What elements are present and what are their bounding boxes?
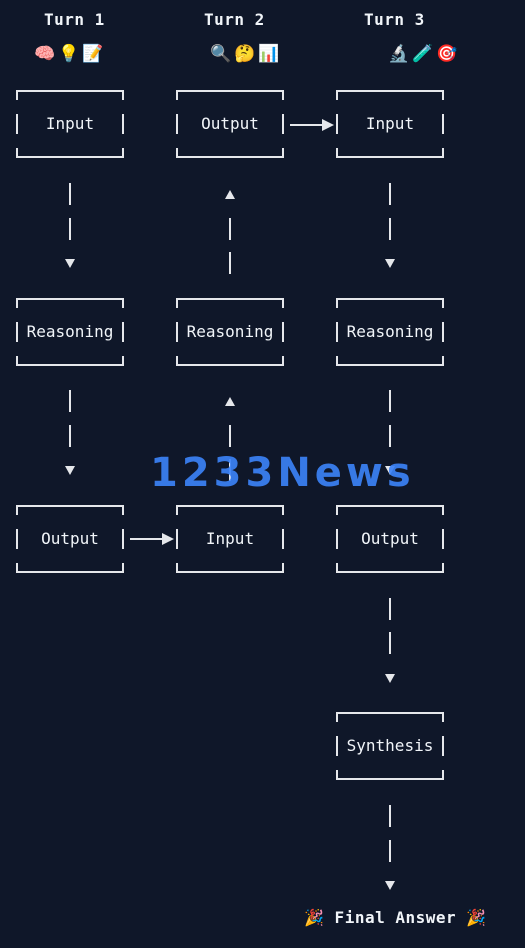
- arrow-right-icon: [162, 533, 174, 545]
- turn-1-input-label: Input: [45, 114, 95, 133]
- turn-3-synthesis-box: Synthesis: [336, 712, 444, 780]
- connector-line: [229, 218, 231, 240]
- turn-3-synthesis-label: Synthesis: [346, 736, 434, 755]
- arrow-up-icon: [225, 397, 235, 406]
- connector-line: [69, 183, 71, 205]
- arrow-down-icon: [385, 259, 395, 268]
- connector-line: [389, 805, 391, 827]
- turn-2-input-label: Input: [205, 529, 255, 548]
- final-answer-label: 🎉 Final Answer 🎉: [304, 908, 487, 927]
- turn-2-input-box: Input: [176, 505, 284, 573]
- turn-2-title: Turn 2: [204, 10, 265, 29]
- connector-line: [229, 459, 231, 481]
- arrow-down-icon: [385, 881, 395, 890]
- arrow-down-icon: [385, 466, 395, 475]
- arrow-down-icon: [385, 674, 395, 683]
- turn-1-title: Turn 1: [44, 10, 105, 29]
- connector-line: [389, 425, 391, 447]
- arrow-down-icon: [65, 259, 75, 268]
- connector-line: [389, 840, 391, 862]
- turn-1-output-box: Output: [16, 505, 124, 573]
- turn-3-reasoning-label: Reasoning: [346, 322, 434, 341]
- arrow-up-icon: [225, 190, 235, 199]
- connector-line: [69, 425, 71, 447]
- connector-line: [69, 390, 71, 412]
- connector-line: [389, 632, 391, 654]
- turn-2-emoji-icons: 🔍🤔📊: [210, 44, 283, 64]
- connector-line: [130, 538, 164, 540]
- turn-3-output-label: Output: [361, 529, 419, 548]
- arrow-down-icon: [65, 466, 75, 475]
- connector-line: [69, 218, 71, 240]
- connector-line: [229, 425, 231, 447]
- turn-1-emoji-icons: 🧠💡📝: [34, 44, 107, 64]
- turn-1-reasoning-label: Reasoning: [26, 322, 114, 341]
- turn-2-reasoning-box: Reasoning: [176, 298, 284, 366]
- turn-3-reasoning-box: Reasoning: [336, 298, 444, 366]
- turn-3-emoji-icons: 🔬🧪🎯: [388, 44, 461, 64]
- turn-3-title: Turn 3: [364, 10, 425, 29]
- connector-line: [389, 183, 391, 205]
- connector-line: [389, 390, 391, 412]
- connector-line: [229, 252, 231, 274]
- arrow-right-icon: [322, 119, 334, 131]
- turn-3-input-label: Input: [365, 114, 415, 133]
- connector-line: [290, 124, 324, 126]
- turn-2-reasoning-label: Reasoning: [186, 322, 274, 341]
- watermark-logo: 1233News: [150, 450, 415, 496]
- turn-2-output-box: Output: [176, 90, 284, 158]
- connector-line: [389, 598, 391, 620]
- turn-2-output-label: Output: [201, 114, 259, 133]
- turn-1-reasoning-box: Reasoning: [16, 298, 124, 366]
- connector-line: [389, 218, 391, 240]
- turn-1-input-box: Input: [16, 90, 124, 158]
- turn-3-output-box: Output: [336, 505, 444, 573]
- turn-3-input-box: Input: [336, 90, 444, 158]
- turn-1-output-label: Output: [41, 529, 99, 548]
